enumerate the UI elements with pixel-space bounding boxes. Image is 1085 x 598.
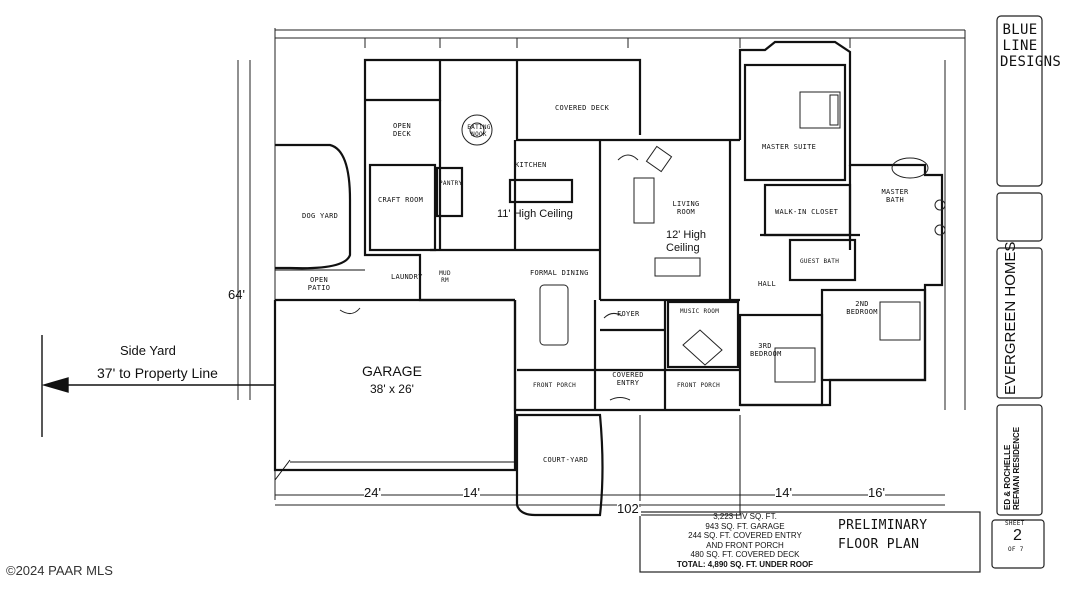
room-front-porch-left: FRONT PORCH	[533, 382, 577, 389]
garage-size: 38' x 26'	[370, 382, 414, 396]
room-3rd-bedroom: 3RD BEDROOM	[750, 342, 782, 358]
property-line-label: 37' to Property Line	[97, 365, 218, 381]
room-kitchen: KITCHEN	[515, 161, 547, 169]
summary-line: 244 SQ. FT. COVERED ENTRY	[688, 531, 802, 540]
owner-name: ED & ROCHELLE REFMAN RESIDENCE	[1003, 426, 1021, 510]
summary-line: AND FRONT PORCH	[706, 540, 784, 550]
sheet-label: SHEET	[1005, 520, 1025, 527]
side-yard-label: Side Yard	[120, 343, 176, 358]
sheet-of: OF 7	[1008, 546, 1024, 553]
room-living: LIVING ROOM	[672, 200, 700, 216]
dim-102: 102'	[617, 501, 642, 516]
dim-14-left: 14'	[463, 485, 480, 500]
room-2nd-bedroom: 2ND BEDROOM	[846, 300, 878, 316]
room-master-bath: MASTER BATH	[881, 188, 909, 204]
plan-title-line1: PRELIMINARY	[838, 518, 928, 533]
plan-title-line2: FLOOR PLAN	[838, 537, 920, 552]
room-eating-nook: EATING NOOK	[467, 124, 491, 138]
area-summary: 3,223 LIV SQ. FT. 943 SQ. FT. GARAGE 244…	[645, 512, 845, 569]
room-pantry: PANTRY	[439, 180, 463, 187]
room-garage: GARAGE	[362, 363, 422, 379]
summary-line: 3,223 LIV SQ. FT.	[713, 512, 777, 521]
room-court-yard: COURT-YARD	[543, 456, 589, 464]
room-dog-yard: DOG YARD	[302, 212, 339, 220]
room-guest-bath: GUEST BATH	[800, 258, 840, 265]
room-covered-deck: COVERED DECK	[555, 104, 610, 112]
room-covered-entry: COVERED ENTRY	[612, 371, 644, 387]
dim-16: 16'	[868, 485, 885, 500]
mls-watermark: ©2024 PAAR MLS	[6, 563, 113, 578]
designer-logo: BLUE LINE DESIGNS	[1000, 22, 1062, 70]
room-foyer: FOYER	[617, 310, 640, 318]
room-open-patio: OPEN PATIO	[307, 276, 331, 292]
room-laundry: LAUNDRY	[391, 273, 423, 281]
kitchen-ceiling-note: 11' High Ceiling	[497, 208, 573, 220]
summary-line: 480 SQ. FT. COVERED DECK	[690, 550, 800, 559]
room-hall: HALL	[758, 280, 777, 288]
dim-14-right: 14'	[775, 485, 792, 500]
builder-logo: EVERGREEN HOMES	[1002, 241, 1019, 395]
summary-line: 943 SQ. FT. GARAGE	[705, 521, 785, 531]
room-formal-dining: FORMAL DINING	[530, 269, 589, 277]
room-master-suite: MASTER SUITE	[762, 143, 817, 151]
depth-dimension: 64'	[228, 287, 245, 302]
summary-line: TOTAL: 4,890 SQ. FT. UNDER ROOF	[676, 559, 814, 569]
room-open-deck: OPEN DECK	[392, 122, 412, 138]
dim-24: 24'	[364, 485, 381, 500]
sheet-number: 2	[1013, 527, 1022, 544]
room-craft-room: CRAFT ROOM	[378, 196, 424, 204]
living-ceiling-note: 12' High Ceiling	[666, 229, 707, 254]
room-front-porch-right: FRONT PORCH	[677, 382, 721, 389]
room-music: MUSIC ROOM	[680, 308, 720, 315]
room-walk-in-closet: WALK-IN CLOSET	[775, 208, 839, 216]
room-mud: MUD RM	[439, 270, 451, 284]
